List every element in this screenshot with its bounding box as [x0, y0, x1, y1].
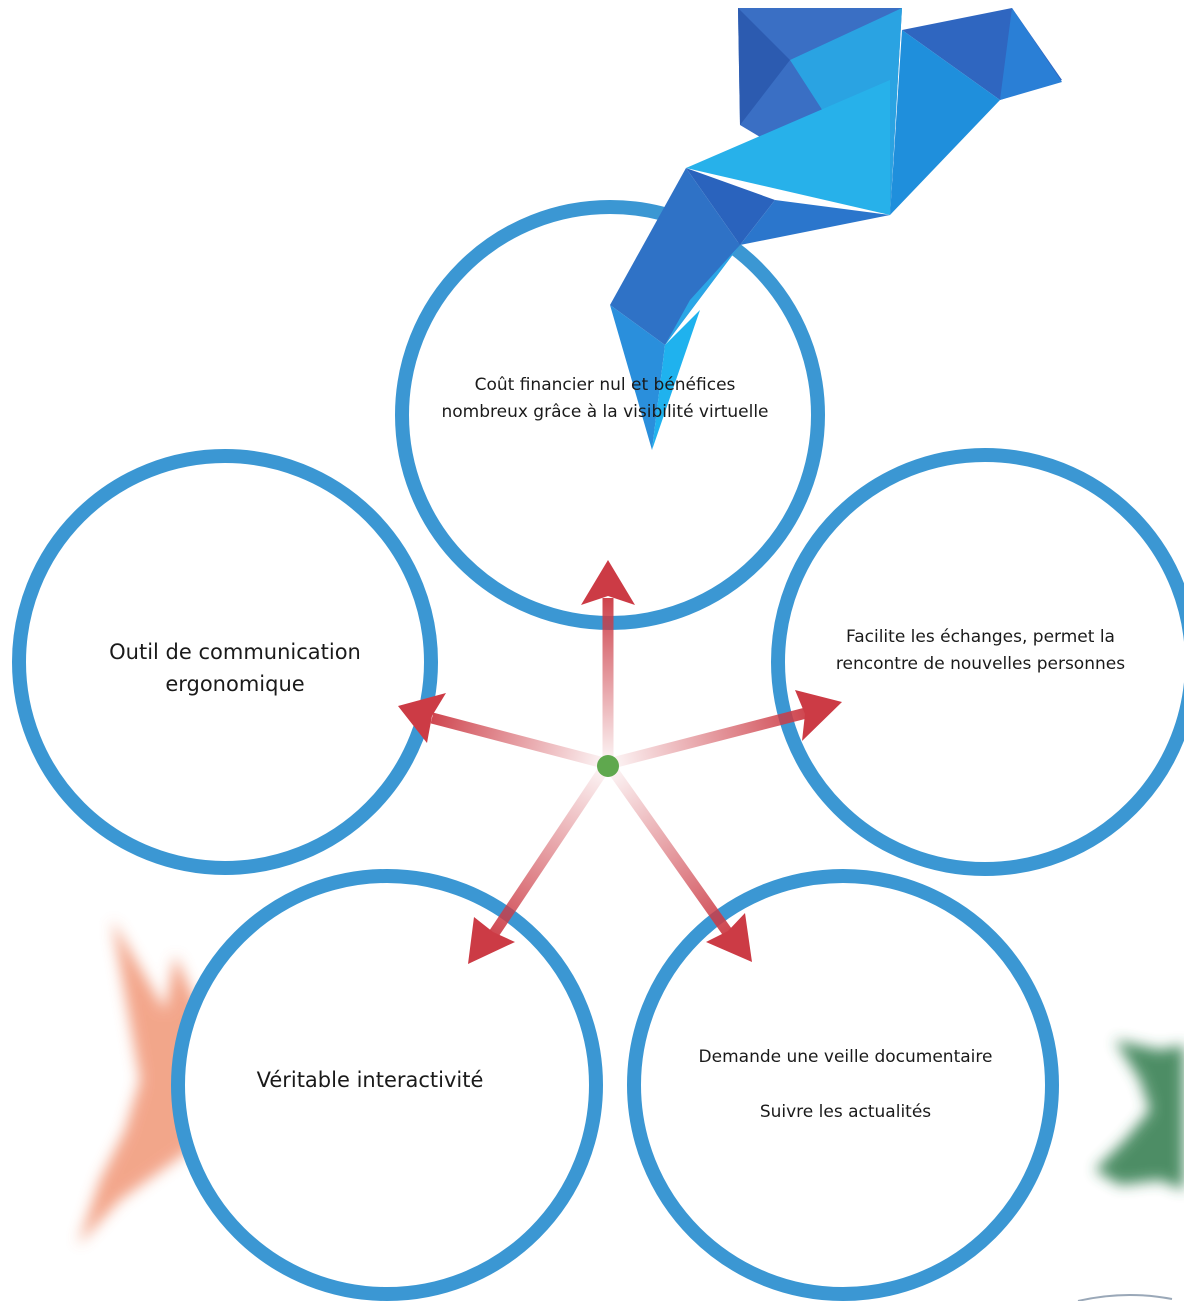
circle-bottom-left [171, 869, 603, 1301]
node-text-left: Outil de communication ergonomique [70, 636, 400, 700]
arrow-left [398, 693, 602, 768]
bird-silhouette-green-icon [1095, 1040, 1184, 1190]
node-text-bottom-left: Véritable interactivité [215, 1064, 525, 1096]
arrow-bottom-right [609, 768, 752, 962]
node-label: Demande une veille documentaire [698, 1047, 993, 1067]
circle-right [771, 448, 1184, 876]
circle-left [12, 449, 438, 875]
node-label: Facilite les échanges, permet la rencont… [835, 627, 1126, 674]
circle-bottom-right [627, 869, 1059, 1301]
node-text-bottom-right: Demande une veille documentaire Suivre l… [668, 1044, 1023, 1126]
center-dot [597, 755, 619, 777]
node-text-right: Facilite les échanges, permet la rencont… [808, 624, 1153, 678]
origami-bird-icon [610, 8, 1062, 450]
node-text-top: Coût financier nul et bénéfices nombreux… [440, 372, 770, 426]
corner-arc [1077, 1294, 1173, 1301]
node-label: Outil de communication ergonomique [109, 640, 361, 696]
arrow-up [581, 560, 635, 760]
arrow-bottom-left [468, 768, 607, 964]
node-label: Véritable interactivité [256, 1068, 484, 1092]
node-label: Suivre les actualités [759, 1102, 932, 1122]
arrow-right [614, 690, 842, 768]
node-label: Coût financier nul et bénéfices nombreux… [441, 375, 769, 422]
